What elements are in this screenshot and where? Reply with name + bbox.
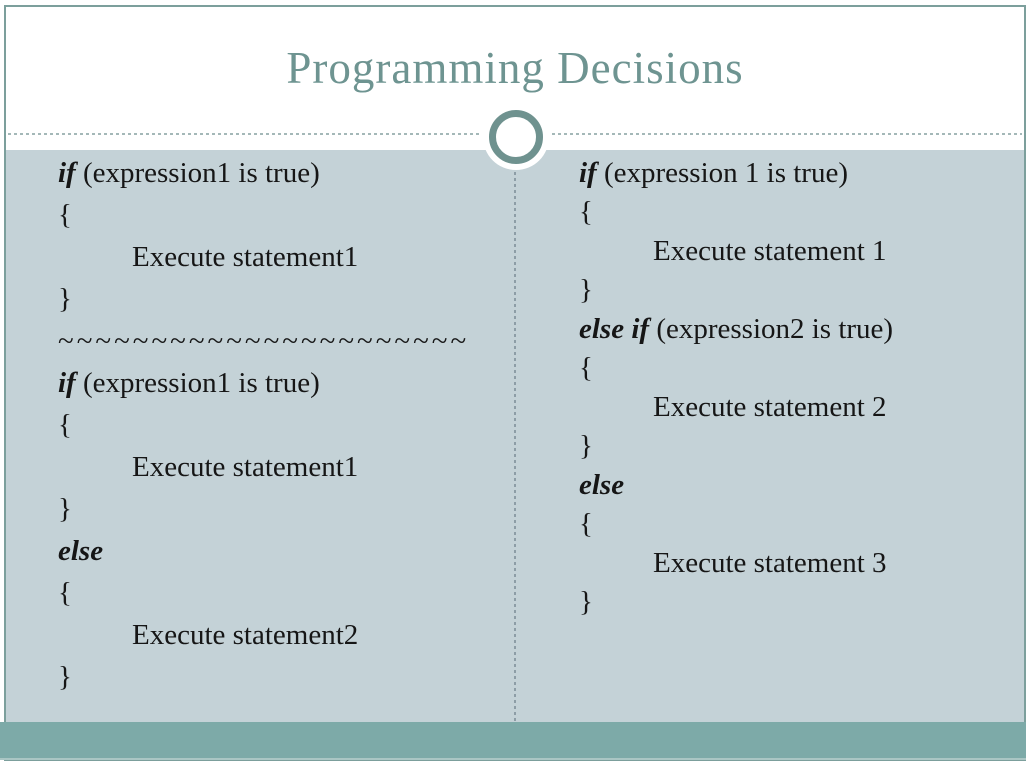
- code-line: {: [58, 194, 503, 236]
- code-text: Execute statement 3: [653, 547, 887, 579]
- code-line: Execute statement 2: [579, 388, 1009, 427]
- code-line: }: [579, 427, 1009, 466]
- code-line: Execute statement1: [58, 446, 503, 488]
- code-line: ~~~~~~~~~~~~~~~~~~~~~~: [58, 320, 503, 362]
- code-text: ~~~~~~~~~~~~~~~~~~~~~~: [58, 325, 470, 357]
- code-line: if (expression1 is true): [58, 362, 503, 404]
- code-line: else: [58, 530, 503, 572]
- code-line: }: [58, 278, 503, 320]
- keyword: if: [58, 157, 76, 189]
- code-line: if (expression 1 is true): [579, 154, 1009, 193]
- code-line: }: [58, 488, 503, 530]
- code-text: {: [579, 196, 593, 228]
- code-line: Execute statement1: [58, 236, 503, 278]
- code-text: (expression 1 is true): [596, 157, 848, 189]
- code-line: {: [579, 349, 1009, 388]
- code-column-right: if (expression 1 is true){Execute statem…: [579, 150, 1009, 622]
- keyword: else if: [579, 313, 650, 345]
- code-text: {: [58, 577, 72, 609]
- code-text: }: [58, 493, 72, 525]
- code-line: {: [58, 404, 503, 446]
- code-line: Execute statement 3: [579, 544, 1009, 583]
- circle-ornament: [489, 110, 543, 164]
- code-text: {: [579, 352, 593, 384]
- code-line: else if (expression2 is true): [579, 310, 1009, 349]
- code-text: (expression1 is true): [75, 367, 320, 399]
- footer-bar: [0, 722, 1026, 760]
- code-text: }: [58, 283, 72, 315]
- code-text: {: [58, 409, 72, 441]
- keyword: if: [58, 367, 76, 399]
- code-text: }: [579, 586, 593, 618]
- keyword: if: [579, 157, 597, 189]
- code-text: }: [579, 274, 593, 306]
- code-text: {: [579, 508, 593, 540]
- keyword: else: [579, 469, 625, 501]
- code-column-left: if (expression1 is true){Execute stateme…: [58, 150, 503, 698]
- dotted-divider-right: [552, 133, 1022, 135]
- code-line: {: [579, 193, 1009, 232]
- code-line: if (expression1 is true): [58, 152, 503, 194]
- keyword: else: [58, 535, 104, 567]
- code-text: Execute statement1: [132, 451, 359, 483]
- code-line: }: [579, 271, 1009, 310]
- code-text: {: [58, 199, 72, 231]
- code-line: }: [58, 656, 503, 698]
- code-text: Execute statement1: [132, 241, 359, 273]
- code-text: }: [58, 661, 72, 693]
- code-text: }: [579, 430, 593, 462]
- code-line: Execute statement 1: [579, 232, 1009, 271]
- code-text: Execute statement 1: [653, 235, 887, 267]
- column-divider: [514, 172, 516, 722]
- code-text: Execute statement2: [132, 619, 359, 651]
- dotted-divider-left: [8, 133, 480, 135]
- code-line: {: [58, 572, 503, 614]
- code-line: }: [579, 583, 1009, 622]
- code-text: (expression2 is true): [649, 313, 894, 345]
- page-title: Programming Decisions: [286, 43, 744, 93]
- code-line: Execute statement2: [58, 614, 503, 656]
- code-line: else: [579, 466, 1009, 505]
- code-text: Execute statement 2: [653, 391, 887, 423]
- code-line: {: [579, 505, 1009, 544]
- code-text: (expression1 is true): [75, 157, 320, 189]
